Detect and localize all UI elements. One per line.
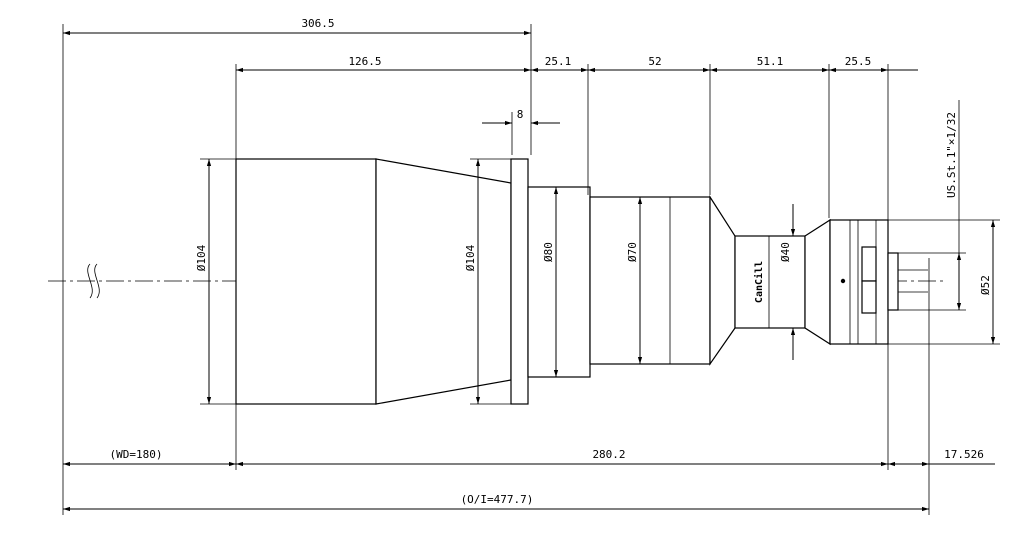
dim-seg-4: 25.5 [845,55,872,68]
lens-rear-body [829,219,889,345]
lens-body: CanCill [235,158,928,405]
iris-lever [861,246,877,282]
dim-dia-40: Ø40 [779,242,792,262]
dim-body-length: 280.2 [592,448,625,461]
dim-total-length: 306.5 [301,17,334,30]
lens-taper-section [709,194,736,366]
dim-dia-front: Ø104 [195,244,208,271]
lens-rear-taper [804,218,831,346]
dimension-labels: 306.5 126.5 25.1 52 51.1 25.5 8 Ø104 Ø10… [110,17,992,506]
dimension-lines [63,30,996,512]
dim-thread: US.St.1"×1/32 [945,112,958,198]
lens-flange [510,158,529,405]
dim-dia-80: Ø80 [542,242,555,262]
dim-working-distance: (WD=180) [110,448,163,461]
lens-barrel-70 [589,196,711,365]
lens-focus-ring-40 [734,235,806,329]
dim-dia-70: Ø70 [626,242,639,262]
dim-seg-1: 25.1 [545,55,572,68]
lens-front-hood [235,158,377,405]
lens-cone-section [375,158,512,405]
brand-mark: CanCill [753,261,765,303]
lens-collar-80 [527,186,591,378]
extension-lines [62,24,1000,515]
dim-back-focus: 17.526 [944,448,984,461]
dim-object-to-image: (O/I=477.7) [461,493,534,506]
dim-flange-thickness: 8 [517,108,524,121]
dim-seg-3: 51.1 [757,55,784,68]
dim-dia-flange: Ø104 [464,244,477,271]
dim-seg-2: 52 [648,55,661,68]
lock-screw [840,278,846,284]
dim-dia-52: Ø52 [979,275,992,295]
lens-mount-thread [887,252,899,311]
axis-break-symbol [87,263,100,299]
dim-front-section: 126.5 [348,55,381,68]
